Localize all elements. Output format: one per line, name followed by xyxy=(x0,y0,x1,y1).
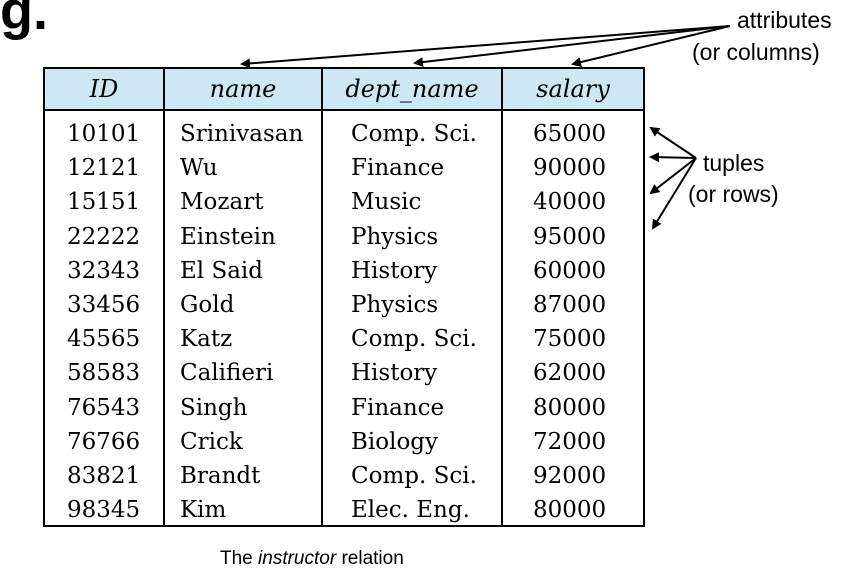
cell-salary: 62000 xyxy=(533,360,607,387)
cell-id: 33456 xyxy=(67,291,141,318)
caption-prefix: The xyxy=(220,548,259,569)
header-dept-name: dept_name xyxy=(345,75,479,103)
cell-name: Mozart xyxy=(180,189,264,216)
arrow-to-name-column xyxy=(240,25,731,69)
cell-name: Crick xyxy=(180,428,243,455)
table-row: 76766 Crick Biology 72000 xyxy=(45,425,643,459)
figure-caption: The instructor relation xyxy=(220,548,865,570)
header-name: name xyxy=(209,75,277,103)
table-row: 45565 Katz Comp. Sci. 75000 xyxy=(45,322,643,356)
arrow-to-row-1 xyxy=(649,126,697,159)
cell-id: 98345 xyxy=(67,497,141,524)
cell-id: 76543 xyxy=(67,394,141,421)
cell-name: Singh xyxy=(180,394,248,421)
cell-dept-name: Physics xyxy=(351,291,439,318)
cell-salary: 60000 xyxy=(533,257,607,284)
cell-dept-name: History xyxy=(351,360,438,387)
table-row: 12121 Wu Finance 90000 xyxy=(45,151,643,185)
attributes-label: attributes xyxy=(737,7,832,33)
cell-name: El Said xyxy=(180,257,264,284)
tuples-label: tuples xyxy=(703,150,765,176)
cell-dept-name: History xyxy=(351,257,438,284)
cell-name: Einstein xyxy=(180,223,276,250)
cell-id: 83821 xyxy=(67,462,141,489)
cell-name: Srinivasan xyxy=(180,121,304,147)
table-row: 15151 Mozart Music 40000 xyxy=(45,185,643,219)
arrow-to-salary-column xyxy=(571,25,731,67)
cell-id: 32343 xyxy=(67,257,141,284)
arrow-to-dept-column xyxy=(413,25,731,68)
cell-id: 22222 xyxy=(67,223,141,250)
cell-salary: 80000 xyxy=(533,497,607,524)
caption-suffix: relation xyxy=(336,548,404,569)
table-row: 58583 Califieri History 62000 xyxy=(45,356,643,390)
cell-salary: 72000 xyxy=(533,428,607,455)
arrow-to-row-2 xyxy=(649,152,697,163)
instructor-table: ID name dept_name salary 10101 Srinivasan… xyxy=(43,67,645,527)
cell-dept-name: Comp. Sci. xyxy=(351,326,477,353)
header-id: ID xyxy=(89,75,119,103)
table-row: 22222 Einstein Physics 95000 xyxy=(45,220,643,254)
column-divider xyxy=(501,69,503,525)
attributes-sublabel: (or columns) xyxy=(692,39,820,65)
cell-dept-name: Music xyxy=(351,189,422,216)
table-header-row: ID name dept_name salary xyxy=(45,69,643,111)
cell-id: 12121 xyxy=(67,155,141,182)
cell-salary: 90000 xyxy=(533,155,607,182)
table-row: 10101 Srinivasan Comp. Sci. 65000 xyxy=(45,117,643,151)
arrow-to-row-3 xyxy=(649,157,697,195)
cell-dept-name: Finance xyxy=(351,155,445,182)
cell-name: Brandt xyxy=(180,462,261,489)
column-divider xyxy=(163,69,165,525)
table-row: 33456 Gold Physics 87000 xyxy=(45,288,643,322)
caption-emphasis: instructor xyxy=(258,548,337,569)
table-row: 32343 El Said History 60000 xyxy=(45,254,643,288)
cell-dept-name: Elec. Eng. xyxy=(351,497,470,524)
column-divider xyxy=(321,69,323,525)
cell-id: 76766 xyxy=(67,428,141,455)
cell-dept-name: Biology xyxy=(351,428,439,455)
cell-name: Califieri xyxy=(180,360,274,387)
cell-name: Wu xyxy=(180,155,218,182)
cell-id: 58583 xyxy=(67,360,141,387)
cell-salary: 95000 xyxy=(533,223,607,250)
cell-dept-name: Finance xyxy=(351,394,445,421)
cell-id: 45565 xyxy=(67,326,141,353)
cell-salary: 75000 xyxy=(533,326,607,353)
cell-dept-name: Comp. Sci. xyxy=(351,462,477,489)
table-row: 83821 Brandt Comp. Sci. 92000 xyxy=(45,459,643,493)
cell-name: Katz xyxy=(180,326,233,353)
cell-id: 10101 xyxy=(67,121,141,147)
cell-name: Kim xyxy=(180,497,227,524)
cell-dept-name: Comp. Sci. xyxy=(351,121,477,147)
page-heading: g. xyxy=(0,0,48,41)
cell-salary: 40000 xyxy=(533,189,607,216)
tuples-sublabel: (or rows) xyxy=(688,181,779,207)
cell-dept-name: Physics xyxy=(351,223,439,250)
cell-salary: 65000 xyxy=(533,121,607,147)
cell-salary: 92000 xyxy=(533,462,607,489)
cell-id: 15151 xyxy=(67,189,141,216)
header-salary: salary xyxy=(536,75,610,103)
arrow-to-row-4 xyxy=(651,157,697,230)
cell-name: Gold xyxy=(180,291,235,318)
table-row: 98345 Kim Elec. Eng. 80000 xyxy=(45,493,643,527)
table-row: 76543 Singh Finance 80000 xyxy=(45,391,643,425)
cell-salary: 80000 xyxy=(533,394,607,421)
cell-salary: 87000 xyxy=(533,291,607,318)
